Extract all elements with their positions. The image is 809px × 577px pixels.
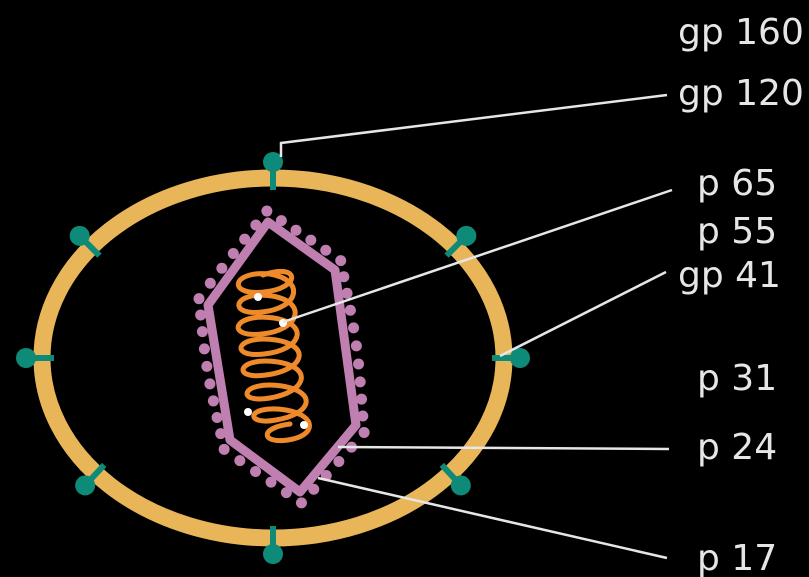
- matrix-bead: [199, 343, 210, 354]
- spike-knob: [75, 475, 95, 495]
- spike-knob: [510, 348, 530, 368]
- rna-marker: [254, 293, 262, 301]
- matrix-bead: [356, 394, 367, 405]
- spike-knob: [70, 226, 90, 246]
- matrix-bead: [333, 456, 344, 467]
- spike-knob: [451, 475, 471, 495]
- label-p65: p 65: [697, 163, 777, 204]
- label-gp160: gp 160: [678, 12, 804, 53]
- matrix-bead: [234, 455, 245, 466]
- matrix-bead: [212, 412, 223, 423]
- label-p24: p 24: [697, 427, 777, 468]
- label-p31: p 31: [697, 358, 777, 399]
- rna-marker: [244, 408, 252, 416]
- matrix-bead: [345, 305, 356, 316]
- label-gp120: gp 120: [678, 73, 804, 114]
- matrix-bead: [261, 206, 272, 217]
- matrix-bead: [353, 359, 364, 370]
- matrix-bead: [296, 497, 307, 508]
- spike-knob: [263, 544, 283, 564]
- matrix-bead: [205, 278, 216, 289]
- matrix-bead: [250, 466, 261, 477]
- matrix-bead: [208, 395, 219, 406]
- matrix-bead: [305, 235, 316, 246]
- matrix-bead: [335, 255, 346, 266]
- label-gp41: gp 41: [678, 255, 781, 296]
- matrix-bead: [355, 376, 366, 387]
- matrix-bead: [320, 245, 331, 256]
- matrix-bead: [216, 263, 227, 274]
- matrix-bead: [359, 427, 370, 438]
- label-p17: p 17: [697, 538, 777, 577]
- matrix-bead: [204, 378, 215, 389]
- spike-knob: [456, 226, 476, 246]
- matrix-bead: [201, 361, 212, 372]
- matrix-bead: [197, 326, 208, 337]
- matrix-bead: [219, 444, 230, 455]
- matrix-bead: [348, 322, 359, 333]
- matrix-bead: [193, 293, 204, 304]
- spike-knob: [16, 348, 36, 368]
- rna-marker: [300, 421, 308, 429]
- label-p55: p 55: [697, 211, 777, 252]
- matrix-bead: [351, 340, 362, 351]
